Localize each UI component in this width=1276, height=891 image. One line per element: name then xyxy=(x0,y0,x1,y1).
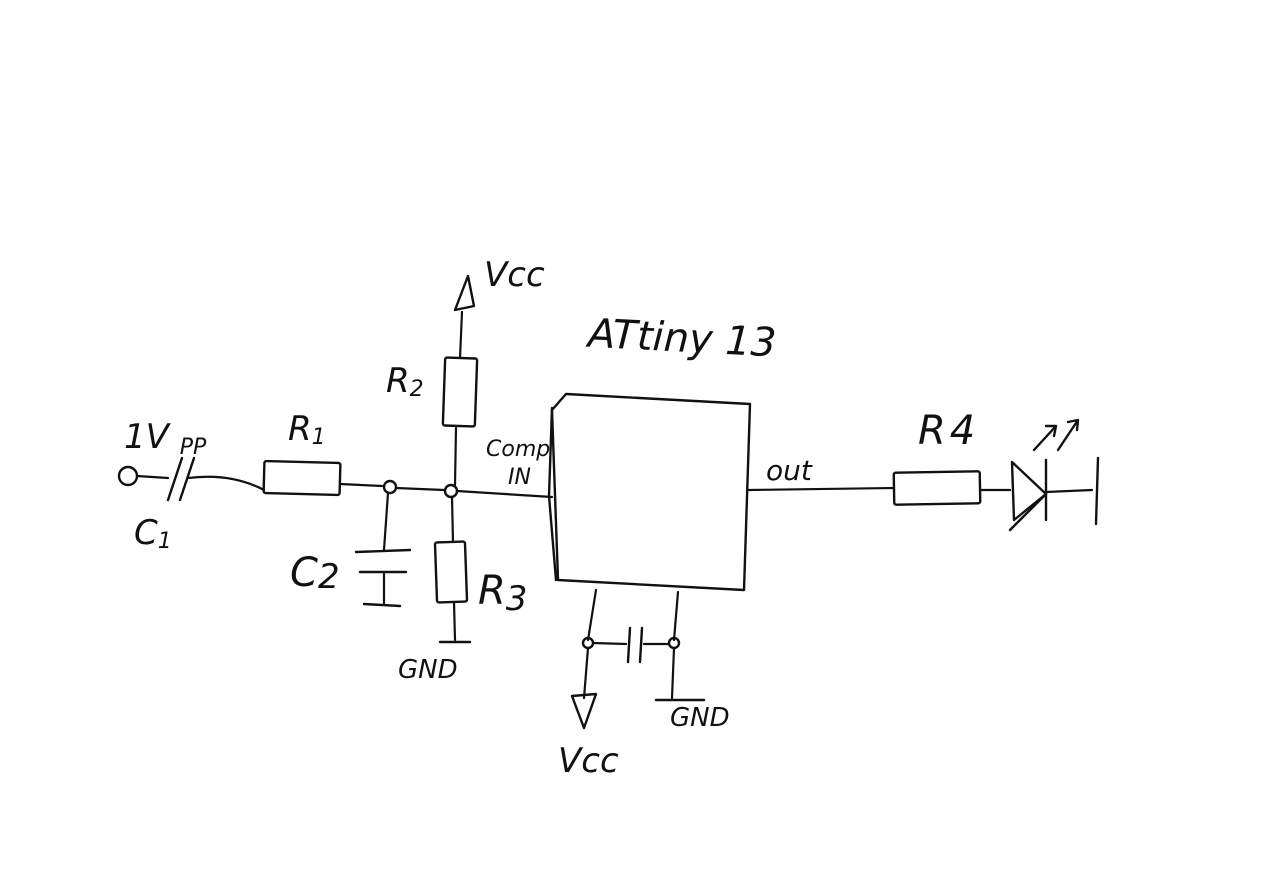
comp-label: Comp xyxy=(486,437,550,462)
amplitude-sub: PP xyxy=(180,435,207,460)
vcc-arrow-bottom xyxy=(570,692,598,730)
decoupling-capacitor xyxy=(626,626,644,664)
wire-r3-gnd xyxy=(452,600,457,642)
vcc-arrow-top xyxy=(453,274,476,312)
input-terminal xyxy=(117,465,170,487)
wire-chip-vcc-pin xyxy=(586,588,598,642)
r3-label: R3 xyxy=(478,568,527,619)
chip-label: ATtiny 13 xyxy=(584,311,777,367)
wire-node1-node2 xyxy=(394,486,446,492)
in-label: IN xyxy=(508,465,531,490)
ground-bar-c2 xyxy=(362,602,402,608)
led-light-arrows-icon xyxy=(1032,418,1080,452)
wire-node2-r3 xyxy=(450,495,455,544)
resistor-r2 xyxy=(441,356,479,428)
wire-c1-r1 xyxy=(186,475,266,492)
amplitude-label: 1V PP xyxy=(124,417,207,460)
junction-node-2 xyxy=(443,483,459,499)
led xyxy=(1008,456,1100,532)
wire-node1-c2 xyxy=(382,491,390,552)
wire-out xyxy=(747,486,896,492)
wire-chip-gnd-pin xyxy=(672,590,680,642)
wire-node2-r2 xyxy=(453,426,458,487)
gnd-left-label: GND xyxy=(398,655,458,685)
wire-r2-vcc xyxy=(458,310,464,360)
vcc-top-label: Vcc xyxy=(484,255,545,295)
c2-label: C2 xyxy=(290,550,340,597)
amplitude-main: 1V xyxy=(124,417,172,457)
wire-r1-node xyxy=(338,482,384,488)
resistor-r4 xyxy=(892,470,982,506)
r2-label: R2 xyxy=(386,361,424,402)
capacitor-c2 xyxy=(354,548,412,574)
r1-label: R1 xyxy=(288,409,326,450)
chip-body xyxy=(550,392,752,592)
resistor-r1 xyxy=(262,459,342,497)
out-label: out xyxy=(766,454,813,487)
capacitor-c1 xyxy=(166,456,196,502)
junction-node-1 xyxy=(382,479,398,495)
gnd-right-label: GND xyxy=(670,703,730,733)
resistor-r3 xyxy=(433,540,469,604)
c1-label: C1 xyxy=(134,513,172,554)
vcc-bottom-label: Vcc xyxy=(558,741,619,781)
wire-comp-in xyxy=(455,489,554,499)
